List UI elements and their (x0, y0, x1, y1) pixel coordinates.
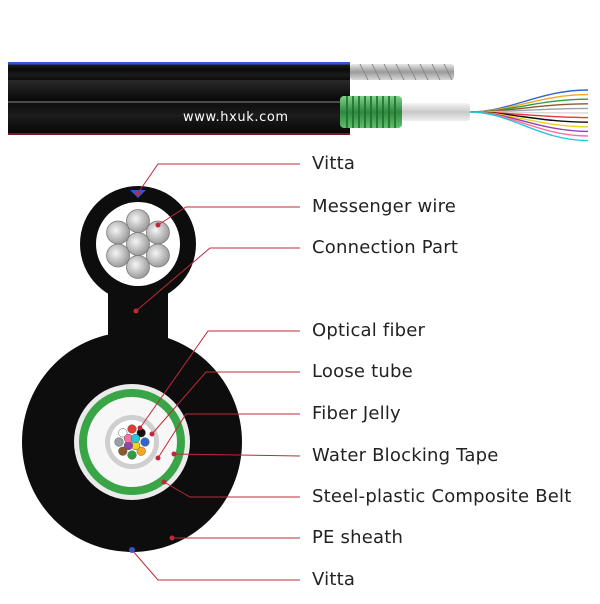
messenger-strands (106, 209, 170, 279)
messenger-strand (126, 209, 150, 233)
label-steel-plastic-belt: Steel-plastic Composite Belt (312, 486, 572, 507)
tape-corrugation (346, 96, 396, 128)
optical-fiber (118, 428, 128, 438)
leader-loose-tube (151, 371, 300, 435)
cable-highlight (8, 101, 350, 103)
label-pe-sheath: PE sheath (312, 527, 404, 548)
leader-water-blocking-tape (173, 453, 301, 457)
vitta-stripe-top (8, 62, 350, 65)
fiber-strand (469, 111, 589, 142)
optical-fiber (118, 446, 128, 456)
fiber-fan (469, 89, 589, 142)
messenger-sheath-strip (8, 62, 350, 82)
label-optical-fiber: Optical fiber (312, 320, 426, 341)
optical-fiber (127, 450, 137, 460)
leader-lines (131, 163, 301, 581)
optical-fiber (127, 424, 137, 434)
leader-vitta-bottom (131, 549, 300, 581)
leader-fiber-jelly (157, 413, 300, 459)
cable-side-view: www.hxuk.com (8, 62, 589, 142)
messenger-wire-twist (359, 63, 453, 81)
leader-optical-fiber (139, 330, 300, 429)
vitta-stripe-bottom (8, 133, 350, 135)
label-fiber-jelly: Fiber Jelly (312, 403, 401, 424)
messenger-wire-exposed (350, 64, 454, 80)
label-vitta-top: Vitta (312, 153, 356, 174)
loose-tube-exposed (402, 103, 470, 121)
label-messenger-wire: Messenger wire (312, 196, 457, 217)
optical-fibers (114, 424, 150, 460)
leader-messenger-wire (157, 206, 300, 226)
optical-fiber (140, 437, 150, 447)
optical-fiber (130, 433, 141, 444)
optical-fiber (136, 446, 146, 456)
main-cable-body (8, 80, 350, 135)
messenger-strand (106, 220, 130, 245)
messenger-strand (126, 255, 150, 279)
website-label: www.hxuk.com (183, 110, 289, 125)
leader-steel-plastic-belt (163, 481, 300, 498)
optical-fiber (114, 437, 124, 447)
messenger-strand (146, 243, 170, 268)
leader-dots (133, 190, 177, 541)
label-connection-part: Connection Part (312, 237, 459, 258)
label-vitta-bottom: Vitta (312, 569, 356, 590)
label-loose-tube: Loose tube (312, 361, 413, 382)
cable-cross-section (22, 186, 242, 553)
label-water-blocking-tape: Water Blocking Tape (312, 445, 499, 466)
leader-vitta-top (137, 163, 300, 194)
leader-connection-part (135, 247, 300, 312)
messenger-strand (126, 232, 150, 256)
messenger-strand (106, 243, 130, 268)
